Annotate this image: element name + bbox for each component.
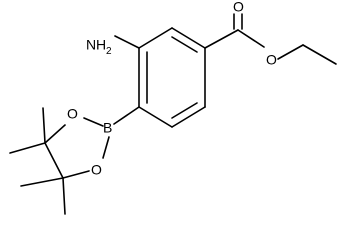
bond-c1-to-c2: [44, 142, 64, 179]
boron-label: B: [103, 120, 112, 136]
amine-n-label: N: [86, 37, 96, 53]
amine-subscript-label: 2: [106, 46, 112, 57]
bond-c1-methyl-left: [9, 142, 46, 154]
bond-c1-methyl-up: [42, 107, 46, 144]
ring-double-bond-inner-2: [171, 102, 198, 119]
ester-group: O O: [204, 0, 337, 68]
chemical-structure-diagram: N H 2 O O B O O: [9, 0, 337, 215]
pinacol-boronate-group: B O O: [9, 106, 140, 215]
bond-c2-methyl-down: [62, 177, 66, 215]
ring-bond-c1-c2: [171, 27, 206, 49]
benzene-ring: [138, 27, 206, 128]
ring-bond-c3-c4: [171, 106, 206, 128]
amine-h-label: H: [96, 37, 106, 53]
bond-boron-to-lower-oxygen: [102, 136, 110, 159]
bond-ester-oxygen-to-ch2: [277, 44, 304, 60]
ring-bond-c4-c5: [138, 106, 173, 128]
bond-lower-oxygen-to-c2: [62, 170, 90, 179]
bond-upper-oxygen-to-c1: [44, 124, 66, 144]
ring-o-lower-label: O: [91, 162, 102, 178]
ester-o-label: O: [266, 52, 277, 68]
bond-boron-to-upper-oxygen: [83, 117, 104, 127]
amino-group: N H 2: [86, 35, 140, 57]
ring-o-upper-label: O: [67, 106, 78, 122]
bond-ring-to-nitrogen: [114, 35, 140, 49]
bond-ch2-to-ch3: [302, 44, 337, 65]
bond-c2-methyl-left: [20, 177, 64, 187]
ring-double-bond-inner-1: [171, 36, 198, 53]
carbonyl-o-label: O: [233, 0, 244, 15]
bond-ring-to-carbonyl-carbon: [204, 29, 239, 49]
ring-bond-c6-c1: [138, 27, 173, 49]
bond-carbonyl-to-ester-oxygen: [237, 29, 265, 48]
bond-ring-to-boron: [113, 106, 140, 125]
